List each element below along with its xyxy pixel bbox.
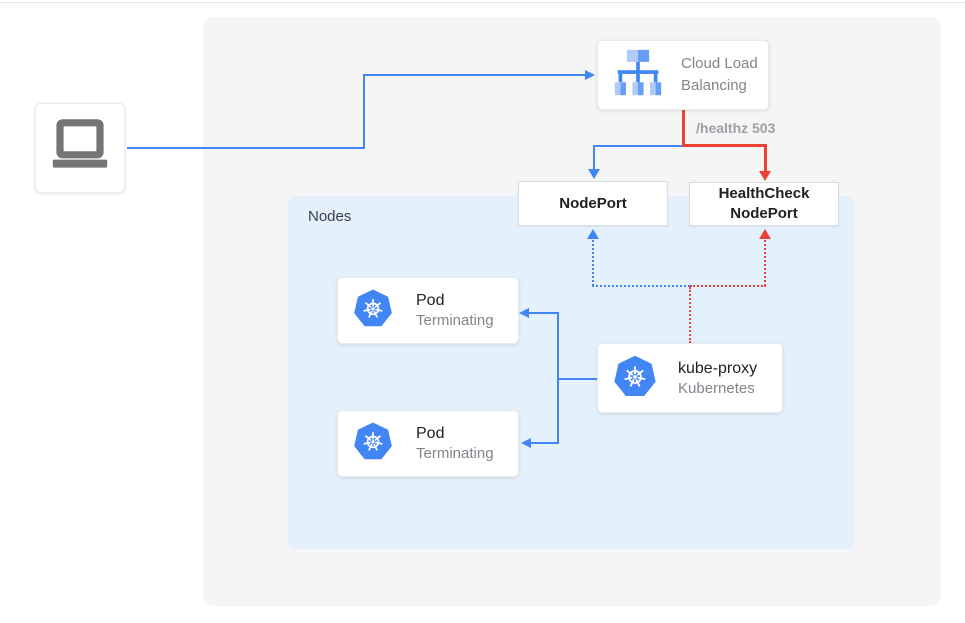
lb-nodeport-line — [593, 145, 595, 172]
kube-proxy-dotted-line — [689, 287, 691, 343]
pod-title: Pod — [416, 292, 445, 309]
client-to-lb-line — [127, 147, 364, 149]
client-node — [35, 103, 125, 193]
arrowhead-into-nodeport — [588, 169, 600, 179]
lb-healthcheck-line — [764, 144, 767, 174]
arrowhead-into-load-balancer — [585, 70, 595, 80]
arrowhead-into-healthcheck-nodeport — [759, 171, 771, 181]
lb-healthcheck-line — [682, 110, 685, 147]
kube-proxy-subtitle: Kubernetes — [678, 379, 755, 397]
pod-node-1: Pod Terminating — [337, 277, 519, 344]
nodeport-label: NodePort — [559, 195, 627, 212]
kubernetes-icon — [352, 287, 394, 334]
arrowhead-into-pod2 — [521, 438, 531, 448]
arrowhead-up-into-healthcheck-nodeport — [759, 229, 771, 239]
kube-proxy-to-pod2-line — [531, 442, 559, 444]
kube-proxy-to-pod1-line — [529, 312, 559, 314]
kube-proxy-to-healthcheck-dotted — [690, 285, 766, 287]
lb-nodeport-line — [593, 145, 682, 147]
load-balancer-icon — [610, 48, 666, 103]
kube-proxy-to-nodeport-dotted — [592, 285, 690, 287]
laptop-icon — [44, 113, 116, 184]
load-balancer-label: Cloud Load Balancing — [681, 55, 758, 94]
kube-proxy-node: kube-proxy Kubernetes — [597, 343, 783, 413]
pod-status: Terminating — [416, 445, 494, 462]
pod-node-2: Pod Terminating — [337, 410, 519, 477]
cloud-load-balancing-node: Cloud Load Balancing — [597, 40, 769, 110]
client-to-lb-line — [363, 74, 365, 149]
pod-title: Pod — [416, 425, 445, 442]
arrowhead-into-pod1 — [519, 308, 529, 318]
kube-proxy-to-nodeport-dotted — [592, 240, 594, 286]
arrowhead-up-into-nodeport — [587, 229, 599, 239]
healthcheck-nodeport-label: HealthCheck NodePort — [718, 185, 810, 222]
nodes-panel-label: Nodes — [308, 208, 352, 225]
kube-proxy-to-pods-line — [557, 378, 597, 380]
kubernetes-icon — [612, 353, 658, 404]
top-divider — [0, 2, 965, 3]
kubernetes-icon — [352, 420, 394, 467]
kube-proxy-to-pods-line — [557, 312, 559, 444]
lb-healthcheck-line — [682, 144, 767, 147]
nodeport-node: NodePort — [518, 181, 668, 226]
pod-status: Terminating — [416, 312, 494, 329]
healthcheck-nodeport-node: HealthCheck NodePort — [689, 182, 839, 226]
client-to-lb-line — [363, 74, 585, 76]
kube-proxy-to-healthcheck-dotted — [764, 240, 766, 286]
kube-proxy-title: kube-proxy — [678, 359, 758, 377]
healthz-status-label: /healthz 503 — [696, 120, 776, 136]
